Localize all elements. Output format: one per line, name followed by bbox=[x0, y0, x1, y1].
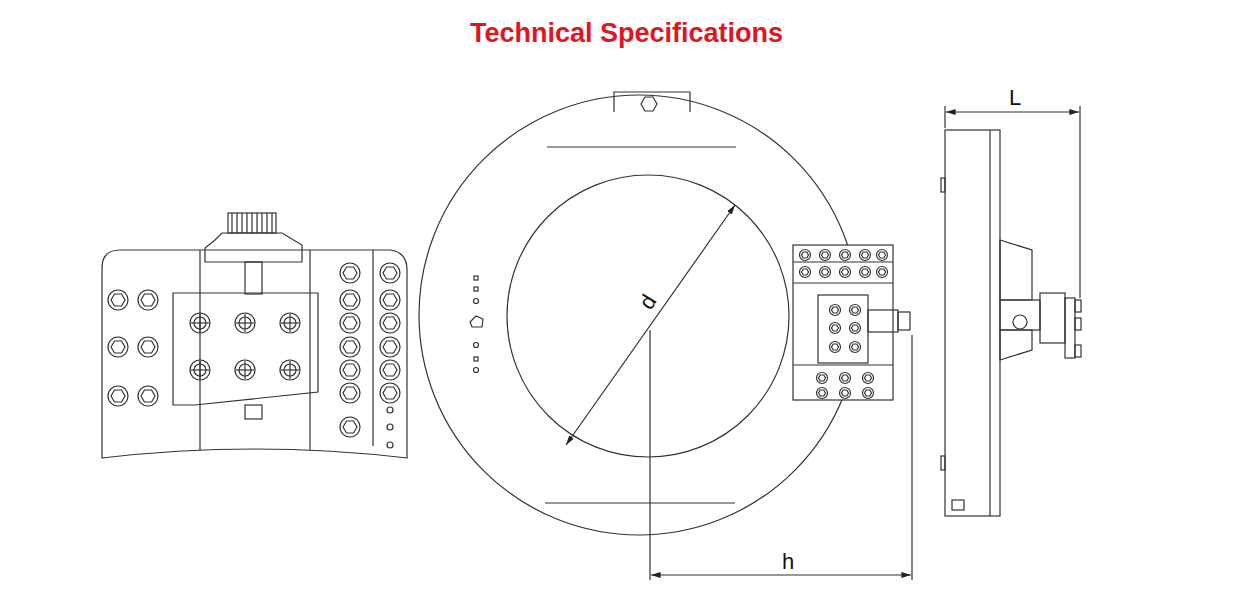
dimension-label: L bbox=[1007, 87, 1023, 109]
side-view-right bbox=[941, 106, 1081, 516]
page-title: Technical Specifications bbox=[0, 18, 1253, 49]
side-view-left bbox=[102, 213, 407, 458]
front-view-ring bbox=[419, 92, 912, 580]
dimension-label: h bbox=[780, 551, 796, 573]
